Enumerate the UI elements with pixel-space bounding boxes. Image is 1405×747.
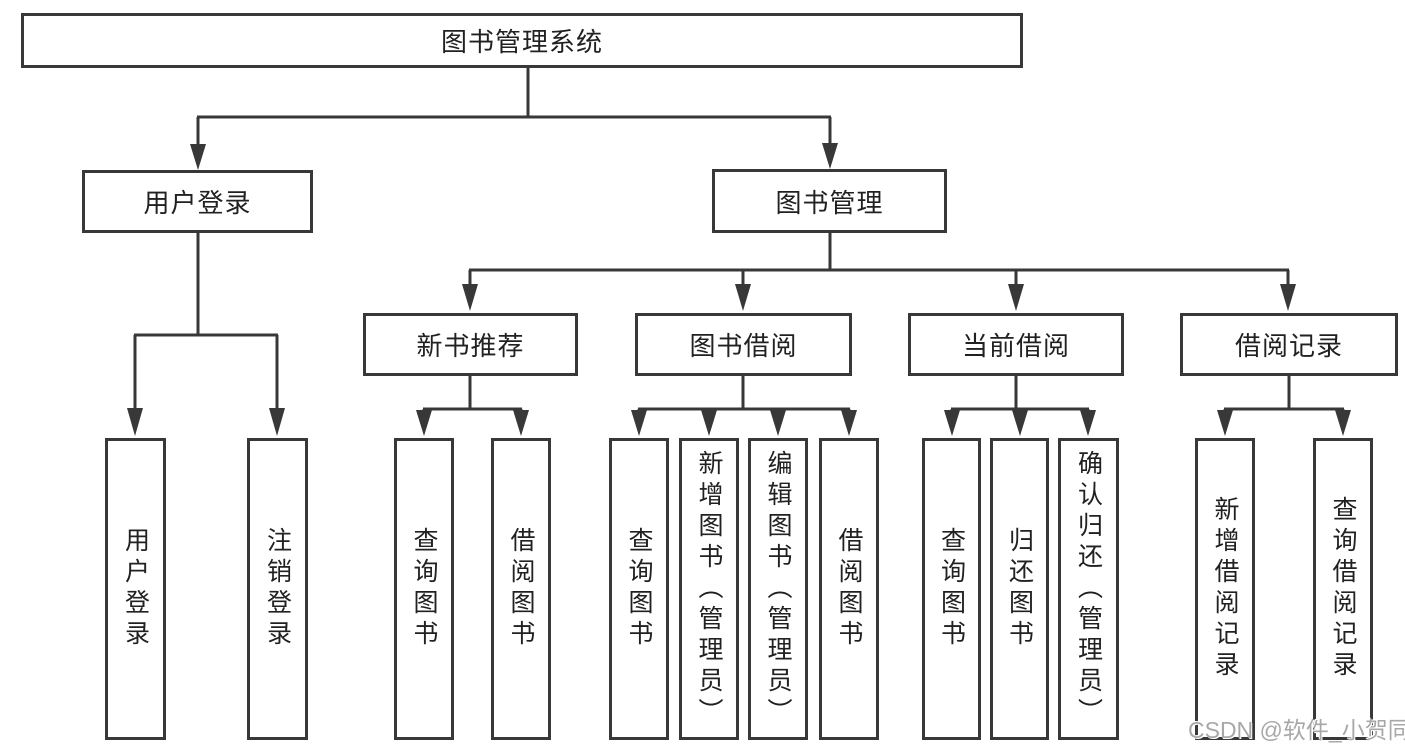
leaf-user-login: 用户登录 [105, 438, 166, 740]
leaf-logout-label: 注销登录 [263, 527, 292, 651]
connector-current-borrow-to-leaves [944, 376, 1096, 436]
leaf-query-books-recommend-label: 查询图书 [410, 527, 438, 651]
connector-new-book-recommend-to-leaves [416, 376, 529, 436]
node-user-login-label: 用户登录 [143, 188, 252, 218]
node-root: 图书管理系统 [21, 13, 1023, 68]
connector-borrow-records-to-leaves [1217, 376, 1351, 436]
leaf-query-books-borrow-label: 查询图书 [625, 527, 653, 651]
leaf-add-borrow-record: 新增借阅记录 [1195, 438, 1255, 740]
node-borrow-records: 借阅记录 [1180, 313, 1398, 376]
leaf-borrow-books-recommend: 借阅图书 [491, 438, 551, 740]
leaf-borrow-books-recommend-label: 借阅图书 [507, 527, 535, 651]
node-book-management: 图书管理 [712, 169, 947, 233]
leaf-query-borrow-record: 查询借阅记录 [1313, 438, 1373, 740]
node-book-borrow: 图书借阅 [635, 313, 852, 376]
connector-root-to-level2 [190, 68, 838, 170]
node-current-borrow: 当前借阅 [908, 313, 1124, 376]
leaf-confirm-return-admin-label: 确认归还（管理员） [1074, 449, 1103, 729]
leaf-return-book: 归还图书 [990, 438, 1049, 740]
node-new-book-recommend-label: 新书推荐 [416, 331, 525, 361]
node-new-book-recommend: 新书推荐 [363, 313, 578, 376]
leaf-borrow-books: 借阅图书 [819, 438, 879, 740]
node-book-management-label: 图书管理 [775, 187, 884, 218]
leaf-edit-book-admin: 编辑图书（管理员） [748, 438, 808, 740]
watermark: CSDN @软件_小贺同学 [1188, 717, 1405, 743]
connector-book-management-to-level3 [462, 233, 1296, 311]
leaf-confirm-return-admin: 确认归还（管理员） [1058, 438, 1119, 740]
leaf-query-books-current-label: 查询图书 [937, 527, 966, 651]
leaf-return-book-label: 归还图书 [1005, 527, 1034, 651]
leaf-edit-book-admin-label: 编辑图书（管理员） [764, 449, 792, 729]
leaf-add-borrow-record-label: 新增借阅记录 [1211, 496, 1239, 682]
leaf-query-books-borrow: 查询图书 [609, 438, 669, 740]
leaf-query-books-current: 查询图书 [922, 438, 981, 740]
node-book-borrow-label: 图书借阅 [689, 331, 798, 361]
connector-user-login-to-leaves [127, 233, 285, 436]
leaf-add-book-admin-label: 新增图书（管理员） [695, 449, 723, 729]
connector-book-borrow-to-leaves [631, 376, 857, 436]
leaf-query-books-recommend: 查询图书 [394, 438, 454, 740]
node-current-borrow-label: 当前借阅 [961, 331, 1070, 361]
leaf-add-book-admin: 新增图书（管理员） [679, 438, 739, 740]
leaf-borrow-books-label: 借阅图书 [835, 527, 863, 651]
node-root-label: 图书管理系统 [440, 27, 603, 57]
node-borrow-records-label: 借阅记录 [1234, 331, 1343, 361]
leaf-logout: 注销登录 [247, 438, 308, 740]
node-user-login: 用户登录 [82, 170, 313, 233]
leaf-query-borrow-record-label: 查询借阅记录 [1329, 496, 1357, 682]
leaf-user-login-label: 用户登录 [121, 527, 150, 651]
